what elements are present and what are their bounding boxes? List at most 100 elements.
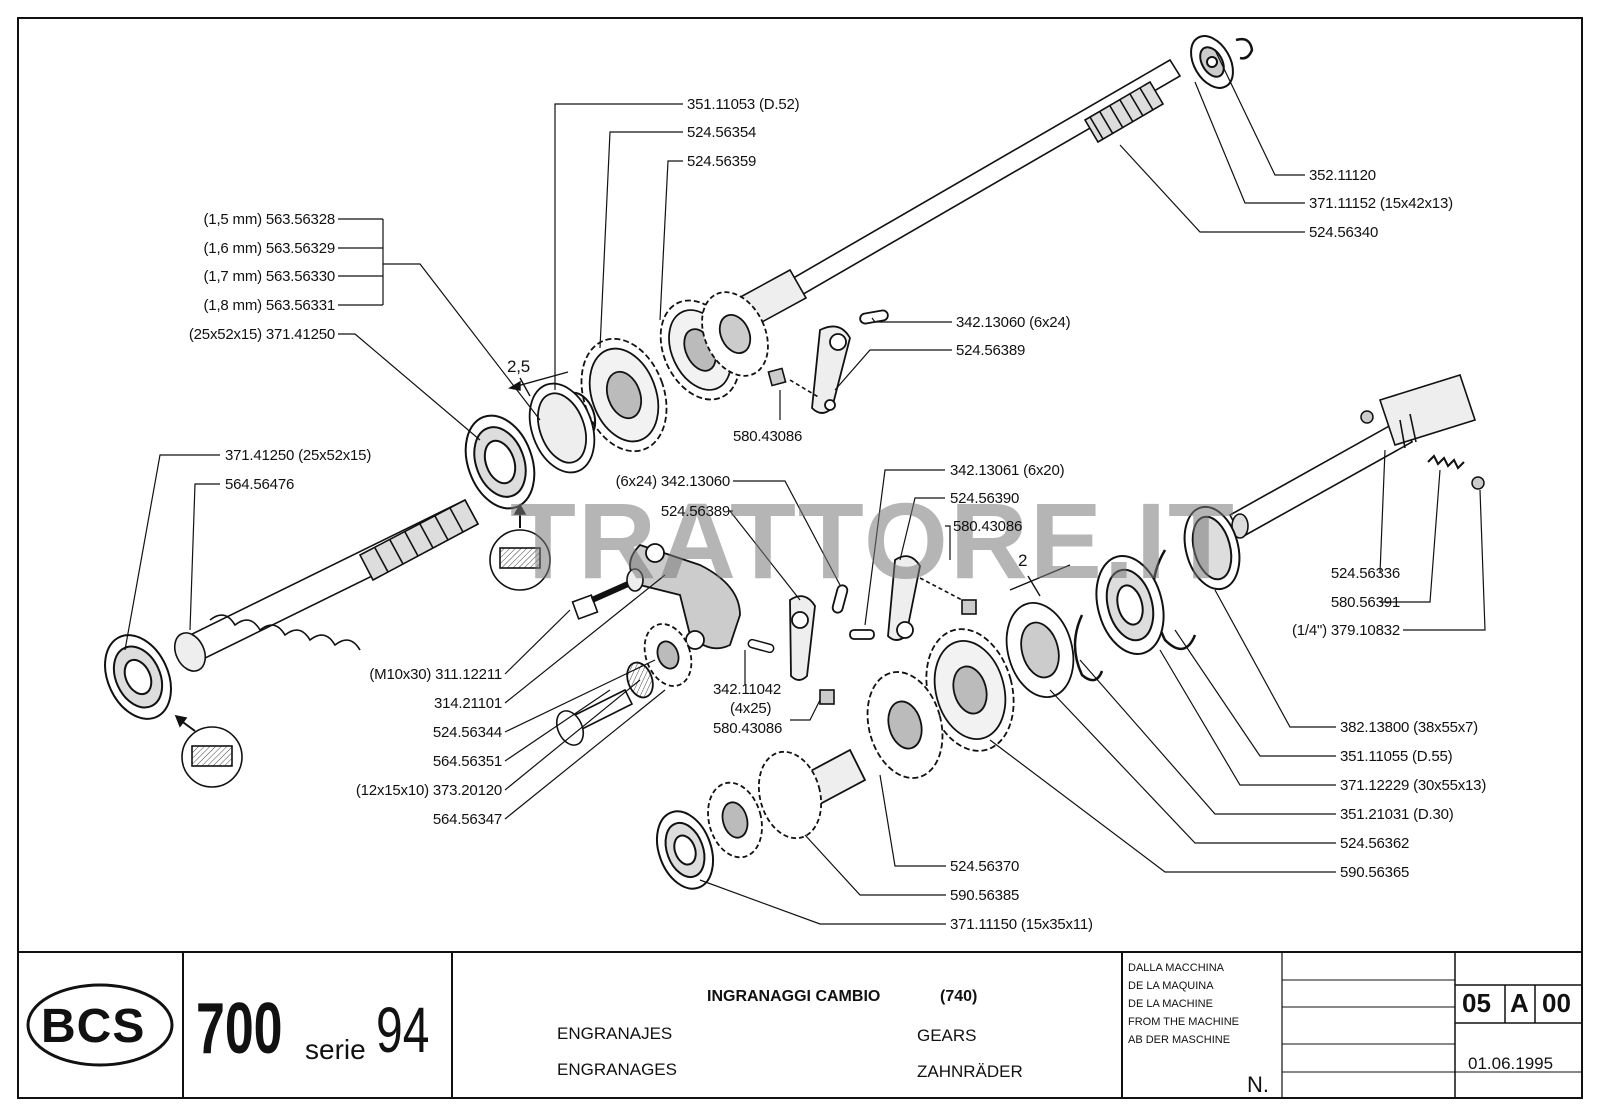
bolt-311-12211: [571, 568, 644, 620]
watermark: TRATTORE.IT: [510, 480, 1236, 601]
model-number: 700: [196, 989, 283, 1069]
output-shaft-524-56336: [1228, 374, 1477, 539]
bearing-371-11150: [655, 810, 715, 890]
part-label: 371.11150 (15x35x11): [950, 916, 1093, 933]
input-shaft-564-56476: [173, 498, 480, 672]
gear-590-56385: [707, 748, 867, 859]
sheet-date: 01.06.1995: [1468, 1054, 1554, 1073]
part-label: 524.56359: [687, 153, 757, 170]
part-label: (M10x30) 311.12211: [369, 666, 502, 683]
lever-524-56389-lower: [789, 584, 849, 681]
gear-524-56370: [866, 671, 944, 779]
bearing-371-11152: [1190, 35, 1234, 89]
title-french: ENGRANAGES: [557, 1060, 677, 1079]
part-label: 564.56347: [432, 811, 502, 828]
part-label: 371.41250 (25x52x15): [225, 447, 372, 464]
ball-579-10832-top: [1360, 410, 1374, 424]
bearing-371-41250-upper: [464, 414, 536, 510]
bearing-371-41250-lower: [104, 634, 172, 720]
part-label: 580.43086: [713, 720, 783, 737]
dimension-2-5: [508, 371, 569, 397]
from-machine-it: DALLA MACCHINA: [1128, 962, 1224, 974]
from-machine-de: AB DER MASCHINE: [1128, 1034, 1231, 1046]
pad-580-43086-lower: [819, 577, 977, 705]
part-label: 371.12229 (30x55x13): [1340, 777, 1487, 794]
part-label: 524.56336: [1330, 565, 1400, 582]
part-label: 524.56362: [1340, 835, 1410, 852]
leader-lines: [124, 49, 1486, 925]
part-label: 524.56354: [687, 124, 757, 141]
lever-524-56390: [849, 555, 921, 641]
dimension-2: [1009, 564, 1071, 597]
from-machine-fr: DE LA MACHINE: [1128, 998, 1213, 1010]
title-block-lines: [18, 951, 1582, 1098]
part-label: 580.43086: [733, 428, 803, 445]
part-label: 524.56370: [950, 858, 1020, 875]
sheet-code-letter: A: [1510, 988, 1529, 1018]
ball-379-10832: [1471, 476, 1485, 490]
part-label: (1/4") 379.10832: [1291, 622, 1400, 639]
circlip-351-11055: [1151, 549, 1197, 650]
hub-524-56362: [1005, 602, 1075, 698]
part-label: 580.43086: [953, 518, 1023, 535]
serie-number: 94: [376, 994, 430, 1066]
part-label: (1,6 mm) 563.56329: [203, 240, 336, 257]
part-label: 351.11055 (D.55): [1340, 748, 1453, 765]
sheet-border: [17, 17, 1583, 1099]
part-label: (1,8 mm) 563.56331: [203, 297, 336, 314]
part-label: 351.21031 (D.30): [1340, 806, 1454, 823]
title-variant: (740): [940, 988, 978, 1005]
pin-342-11042: [747, 638, 775, 654]
lever-524-56389-upper: [811, 309, 889, 414]
circlip-352-11120: [1235, 37, 1254, 60]
gear-524-56354: [580, 337, 668, 453]
part-label: 342.11042: [713, 681, 781, 698]
part-label: 524.56389: [660, 503, 730, 520]
part-label: 564.56351: [432, 753, 502, 770]
bearing-371-12229: [1095, 554, 1165, 656]
part-label: (1,5 mm) 563.56328: [203, 211, 336, 228]
part-label: 524.56389: [956, 342, 1026, 359]
upper-shaft-524-56340: [733, 58, 1182, 330]
dimension-label-2-5: 2,5: [507, 357, 531, 376]
part-label: 580.56391: [1330, 594, 1400, 611]
part-label: 524.56340: [1309, 224, 1379, 241]
gear-524-56359: [659, 291, 769, 401]
brand-logo: BCS: [41, 1000, 146, 1053]
part-label: 342.13061 (6x20): [950, 462, 1065, 479]
gear-564-56351: [626, 623, 693, 699]
part-label: (12x15x10) 373.20120: [355, 782, 502, 799]
title-italian: INGRANAGGI CAMBIO: [707, 988, 881, 1005]
part-label: (1,7 mm) 563.56330: [203, 268, 336, 285]
part-label: 590.56385: [950, 887, 1020, 904]
part-label: (6x24) 342.13060: [615, 473, 731, 490]
title-spanish: ENGRANAJES: [557, 1024, 673, 1043]
fork-524-56344: [629, 543, 741, 650]
part-label: 342.13060 (6x24): [956, 314, 1071, 331]
seal-detail-callout-2: [174, 714, 243, 788]
part-label: 590.56365: [1340, 864, 1410, 881]
part-label: (4x25): [730, 700, 772, 717]
title-german: ZAHNRÄDER: [917, 1062, 1023, 1081]
circlip-351-21031: [1073, 614, 1104, 682]
sheet-code-index: 00: [1542, 988, 1571, 1018]
part-label: 564.56476: [225, 476, 295, 493]
seal-detail-callout-1: [489, 503, 551, 591]
serie-word: serie: [305, 1034, 366, 1065]
part-label: 524.56344: [432, 724, 502, 741]
bcs-logo-oval: [26, 983, 174, 1067]
shim-563-5632x: [528, 382, 596, 474]
gear-590-56365: [925, 628, 1015, 752]
from-machine-es: DE LA MAQUINA: [1128, 980, 1214, 992]
title-english: GEARS: [917, 1026, 977, 1045]
sheet-code-group: 05: [1462, 988, 1491, 1018]
dimension-label-2: 2: [1018, 551, 1028, 570]
part-label: 371.11152 (15x42x13): [1309, 195, 1453, 212]
from-machine-en: FROM THE MACHINE: [1128, 1016, 1240, 1028]
part-label: 382.13800 (38x55x7): [1340, 719, 1478, 736]
pad-580-43086-upper: [767, 367, 821, 399]
spring-580-56391: [1427, 454, 1465, 470]
number-label: N.: [1247, 1072, 1269, 1097]
part-label: 524.56390: [950, 490, 1020, 507]
